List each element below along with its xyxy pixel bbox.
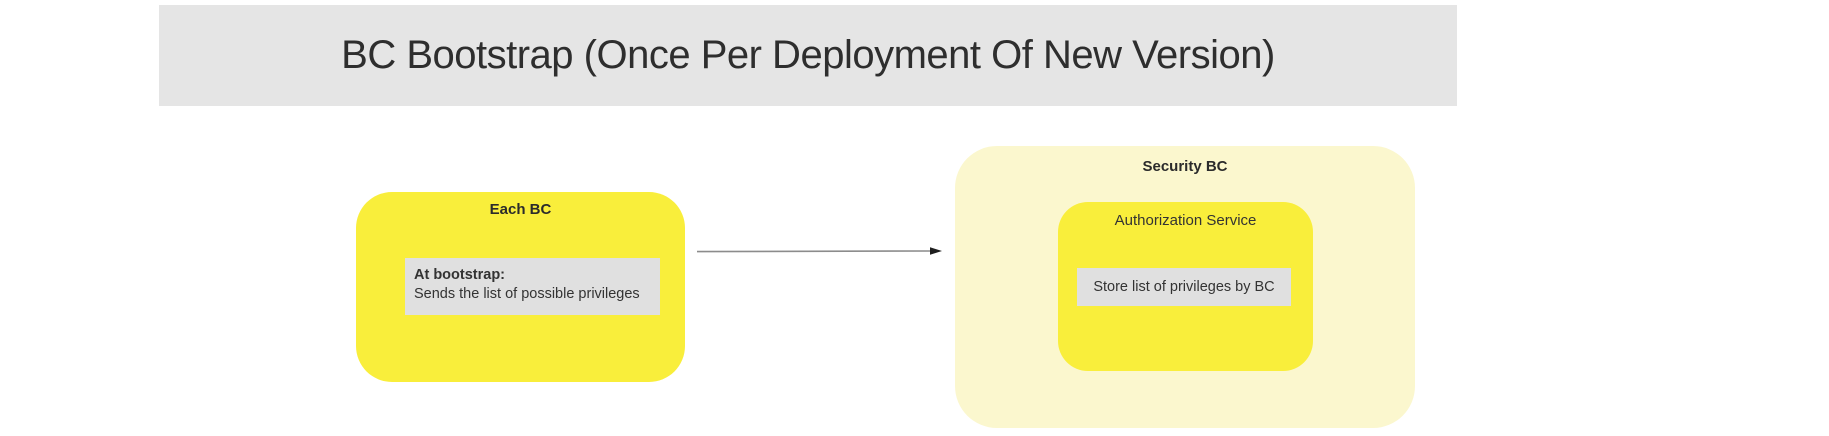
diagram-title: BC Bootstrap (Once Per Deployment Of New… xyxy=(341,33,1275,77)
each-bc-note-title: At bootstrap: xyxy=(414,267,506,283)
authorization-service-note-body: Store list of privileges by BC xyxy=(1093,279,1275,295)
node-authorization-service-label: Authorization Service xyxy=(1114,212,1257,229)
node-security-bc-label: Security BC xyxy=(1142,158,1228,175)
node-authorization-service: Authorization Service Store list of priv… xyxy=(1058,202,1313,371)
each-bc-note-body: Sends the list of possible privileges xyxy=(414,286,640,302)
node-each-bc: Each BC At bootstrap: Sends the list of … xyxy=(356,192,685,382)
authorization-service-note: Store list of privileges by BC xyxy=(1077,268,1291,306)
node-security-bc: Security BC Authorization Service Store … xyxy=(955,146,1415,428)
arrow-each-bc-to-security-bc xyxy=(697,247,942,255)
title-banner: BC Bootstrap (Once Per Deployment Of New… xyxy=(159,5,1457,106)
each-bc-note: At bootstrap: Sends the list of possible… xyxy=(405,258,660,315)
node-each-bc-label: Each BC xyxy=(489,201,552,218)
